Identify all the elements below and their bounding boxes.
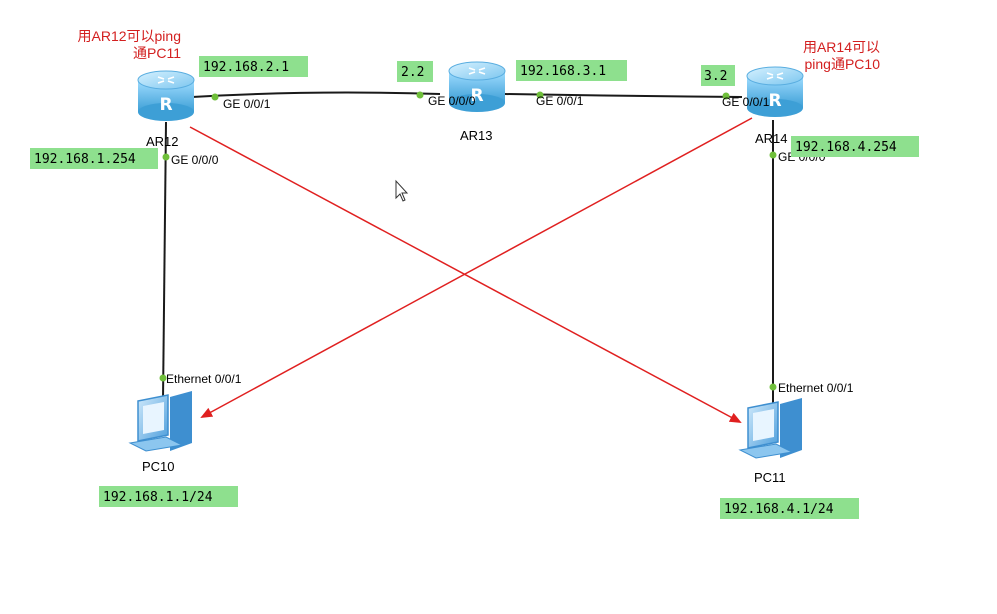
port-label-ar14-ge001: GE 0/0/1	[722, 95, 770, 109]
ip-label-ar12-wan: 192.168.2.1	[199, 56, 308, 77]
device-label-ar14: AR14	[755, 131, 788, 146]
ip-label-ar13-right: 192.168.3.1	[516, 60, 627, 81]
svg-text:R: R	[470, 86, 483, 106]
link-ar13-ar14	[504, 93, 743, 98]
port-dot-ar14-ge000	[769, 151, 777, 159]
port-label-ar13-ge001: GE 0/0/1	[536, 94, 584, 108]
svg-text:R: R	[159, 95, 172, 115]
svg-text:2.2: 2.2	[401, 65, 424, 80]
note-ar14-line2: ping通PC10	[805, 56, 881, 72]
ip-label-pc10: 192.168.1.1/24	[99, 486, 238, 507]
port-label-ar12-ge001: GE 0/0/1	[223, 97, 271, 111]
pc-icon	[738, 398, 802, 459]
svg-text:192.168.3.1: 192.168.3.1	[520, 64, 606, 79]
note-ar12-line1: 用AR12可以ping	[78, 28, 182, 44]
port-label-ar13-ge000: GE 0/0/0	[428, 94, 476, 108]
router-ar13[interactable]: R AR13	[448, 61, 506, 143]
router-icon: R	[448, 61, 506, 112]
device-label-ar13: AR13	[460, 128, 493, 143]
pc-pc11[interactable]: PC11	[738, 398, 802, 485]
link-ar12-ar13	[191, 91, 441, 98]
ip-label-ar13-left: 2.2	[397, 61, 433, 82]
port-dot-ar12-ge000	[162, 153, 170, 161]
ip-label-pc11: 192.168.4.1/24	[720, 498, 859, 519]
notes: 用AR12可以ping 通PC11 用AR14可以 ping通PC10	[78, 28, 881, 72]
ip-labels: 192.168.2.1 2.2 192.168.3.1 3.2 192.168.…	[30, 56, 919, 519]
device-label-pc10: PC10	[142, 459, 175, 474]
ip-label-ar14-lan: 192.168.4.254	[791, 136, 919, 157]
links	[162, 91, 774, 410]
svg-text:192.168.2.1: 192.168.2.1	[203, 60, 289, 75]
svg-text:192.168.4.254: 192.168.4.254	[795, 140, 897, 155]
port-dot-ar12-ge001	[211, 93, 219, 101]
port-dots	[159, 91, 777, 391]
ip-label-ar14-wan: 3.2	[701, 65, 735, 86]
svg-text:R: R	[768, 91, 781, 111]
note-ar12-line2: 通PC11	[133, 45, 181, 61]
port-dot-ar13-ge001	[536, 91, 544, 99]
mouse-cursor-icon	[395, 179, 409, 202]
arrow-ar14-to-pc10	[200, 117, 753, 418]
router-ar14[interactable]: R AR14	[746, 66, 804, 146]
port-labels: GE 0/0/1 GE 0/0/0 GE 0/0/0 GE 0/0/1 GE 0…	[166, 94, 854, 395]
svg-text:192.168.1.254: 192.168.1.254	[34, 152, 136, 167]
svg-text:3.2: 3.2	[704, 69, 727, 84]
ping-arrows	[189, 117, 753, 423]
svg-text:192.168.1.1/24: 192.168.1.1/24	[103, 490, 213, 505]
svg-text:192.168.4.1/24: 192.168.4.1/24	[724, 502, 834, 517]
ip-label-ar12-lan: 192.168.1.254	[30, 148, 158, 169]
port-dot-pc10-eth	[159, 374, 167, 382]
port-label-ar12-ge000: GE 0/0/0	[171, 153, 219, 167]
device-label-pc11: PC11	[754, 470, 786, 485]
router-icon: R	[137, 70, 195, 121]
link-ar12-pc10	[162, 121, 167, 401]
note-ar14-line1: 用AR14可以	[803, 39, 880, 55]
pc-pc10[interactable]: PC10	[128, 391, 192, 474]
port-label-pc11-eth: Ethernet 0/0/1	[778, 381, 854, 395]
port-dot-ar13-ge000	[416, 91, 424, 99]
port-label-pc10-eth: Ethernet 0/0/1	[166, 372, 242, 386]
device-label-ar12: AR12	[146, 134, 179, 149]
port-dot-ar14-ge001	[722, 92, 730, 100]
router-icon: R	[746, 66, 804, 117]
port-dot-pc11-eth	[769, 383, 777, 391]
router-ar12[interactable]: R AR12	[137, 70, 195, 149]
pc-icon	[128, 391, 192, 452]
